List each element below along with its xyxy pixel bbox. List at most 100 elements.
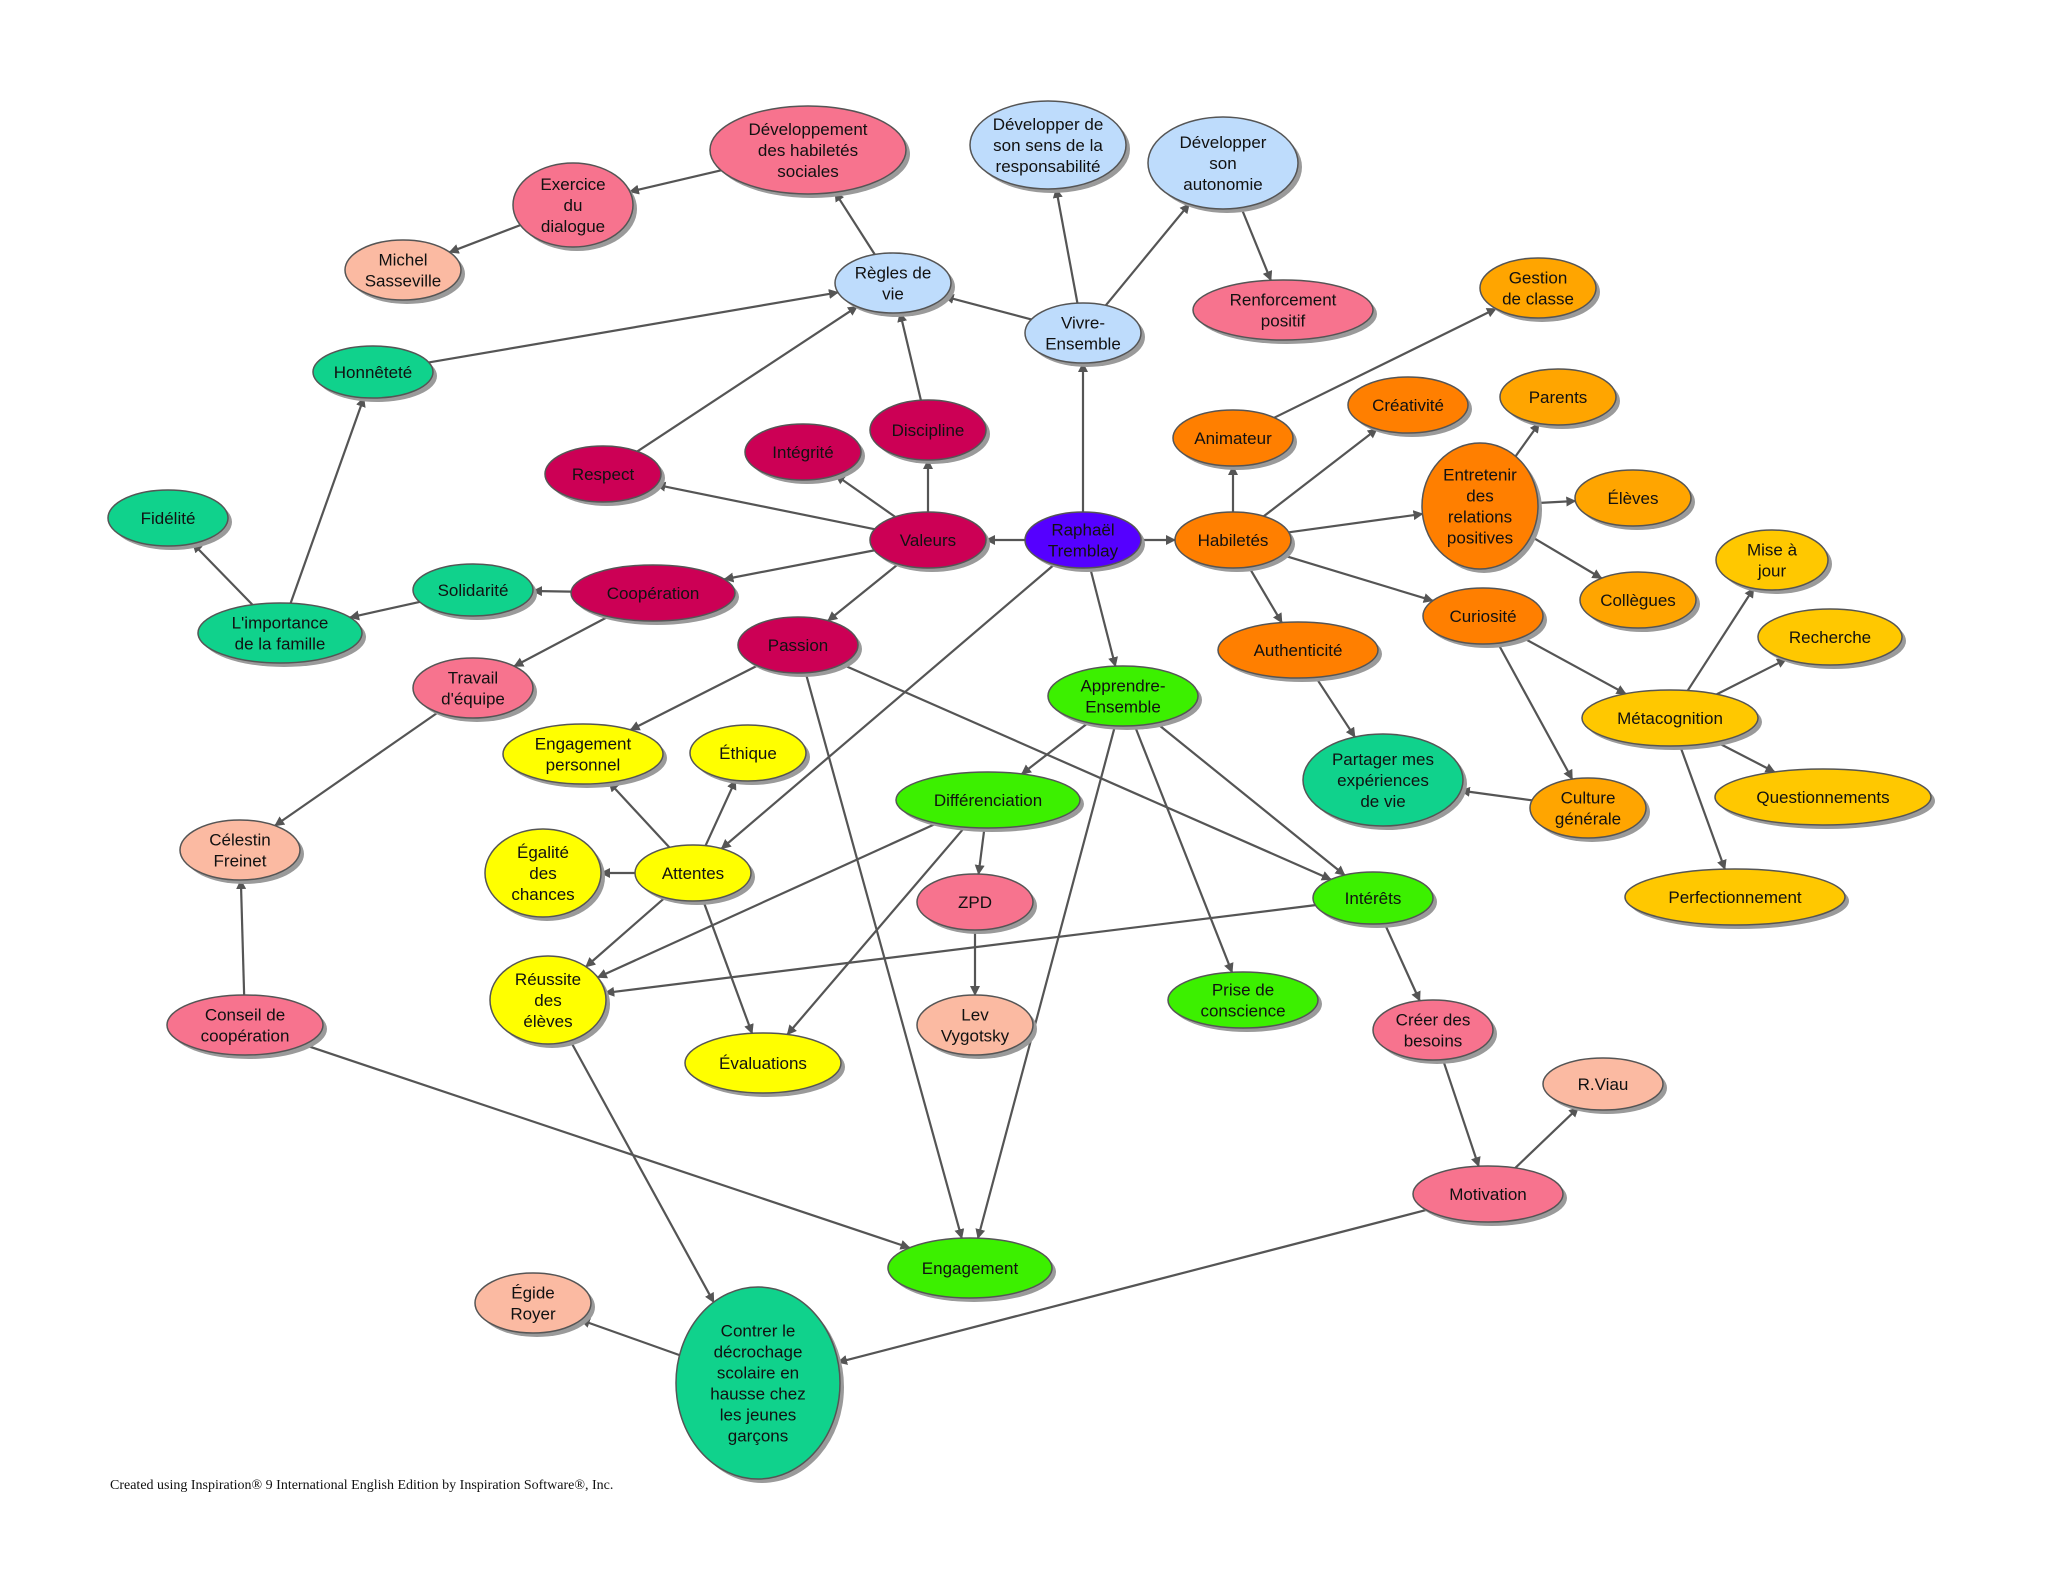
edge-entretenir-to-parents [1514, 422, 1540, 457]
node-authenticite[interactable]: Authenticité [1217, 621, 1382, 682]
node-parents[interactable]: Parents [1499, 368, 1620, 429]
node-curiosite[interactable]: Curiosité [1422, 587, 1547, 648]
node-label: Solidarité [438, 581, 509, 600]
node-engagement[interactable]: Engagement [887, 1237, 1056, 1302]
node-label: Différenciation [934, 791, 1042, 810]
node-passion[interactable]: Passion [737, 616, 862, 677]
node-bubble [107, 489, 229, 547]
node-label: Culture [1561, 789, 1616, 808]
node-solidarite[interactable]: Solidarité [412, 563, 537, 620]
node-label: hausse chez [710, 1385, 805, 1404]
node-label: d'équipe [441, 690, 505, 709]
node-label: Célestin [209, 831, 270, 850]
node-bubble [1422, 587, 1544, 645]
node-label: Royer [510, 1305, 556, 1324]
node-motivation[interactable]: Motivation [1412, 1165, 1567, 1226]
node-label: Animateur [1194, 429, 1272, 448]
node-label: Lev [961, 1006, 989, 1025]
node-honnetete[interactable]: Honnêteté [312, 345, 437, 402]
node-recherche[interactable]: Recherche [1757, 608, 1906, 669]
edge-apprendre-to-interets [1155, 722, 1346, 876]
node-label: Respect [572, 465, 635, 484]
edge-contrer-to-egide [579, 1318, 680, 1357]
edge-reussite-to-contrer [569, 1040, 715, 1304]
node-ethique[interactable]: Éthique [689, 724, 810, 785]
node-bubble [412, 657, 534, 719]
edge-vivre-to-devresp [1052, 187, 1079, 304]
edge-differenciation-to-zpd [974, 827, 986, 876]
node-bubble [689, 724, 807, 782]
node-integrite[interactable]: Intégrité [744, 423, 865, 484]
node-differenciation[interactable]: Différenciation [895, 771, 1084, 832]
edge-famille-to-honnetete [289, 396, 366, 604]
node-renfo[interactable]: Renforcement positif [1192, 279, 1377, 344]
node-bubble [1499, 368, 1617, 426]
node-zpd[interactable]: ZPD [916, 873, 1037, 934]
node-label: positif [1261, 312, 1306, 331]
edge-travail-to-celestin [274, 711, 439, 827]
node-apprendre[interactable]: Apprendre-Ensemble [1047, 665, 1202, 730]
edge-habiletes-to-curiosite [1281, 553, 1434, 603]
node-cooperation[interactable]: Coopération [570, 564, 739, 625]
node-bubble [1542, 1057, 1664, 1111]
node-respect[interactable]: Respect [544, 445, 665, 506]
node-bubble [684, 1032, 842, 1094]
node-bubble [179, 819, 301, 881]
node-creativite[interactable]: Créativité [1347, 376, 1472, 437]
edge-valeurs-to-cooperation [723, 549, 875, 583]
edge-entretenir-to-collegues [1530, 535, 1603, 580]
node-label: des [529, 864, 556, 883]
node-interets[interactable]: Intérêts [1312, 871, 1437, 928]
node-questionnements[interactable]: Questionnements [1714, 768, 1935, 829]
node-evaluations[interactable]: Évaluations [684, 1032, 845, 1097]
node-vivre[interactable]: Vivre-Ensemble [1024, 302, 1145, 367]
edge-conseil-to-celestin [236, 878, 247, 996]
node-eleves[interactable]: Élèves [1574, 469, 1695, 530]
node-label: Partager mes [1332, 750, 1434, 769]
edge-interets-to-reussite [604, 904, 1316, 997]
edge-center-to-apprendre [1089, 567, 1118, 668]
node-viau[interactable]: R.Viau [1542, 1057, 1667, 1114]
node-label: des habiletés [758, 141, 858, 160]
node-metacognition[interactable]: Métacognition [1581, 689, 1762, 750]
edge-famille-to-fidelite [192, 542, 254, 606]
node-perfectionnement[interactable]: Perfectionnement [1624, 868, 1849, 929]
node-collegues[interactable]: Collègues [1579, 571, 1700, 632]
node-label: ZPD [958, 893, 992, 912]
node-animateur[interactable]: Animateur [1172, 409, 1297, 470]
node-valeurs[interactable]: Valeurs [869, 511, 990, 572]
node-discipline[interactable]: Discipline [869, 399, 990, 464]
node-habiletes[interactable]: Habiletés [1174, 511, 1295, 572]
edge-culture-to-partager [1459, 786, 1533, 802]
edge-metacognition-to-perfectionnement [1679, 745, 1727, 871]
node-attentes[interactable]: Attentes [634, 844, 755, 905]
node-label: Renforcement [1230, 291, 1337, 310]
node-fidelite[interactable]: Fidélité [107, 489, 232, 550]
node-bubble [1047, 665, 1199, 727]
